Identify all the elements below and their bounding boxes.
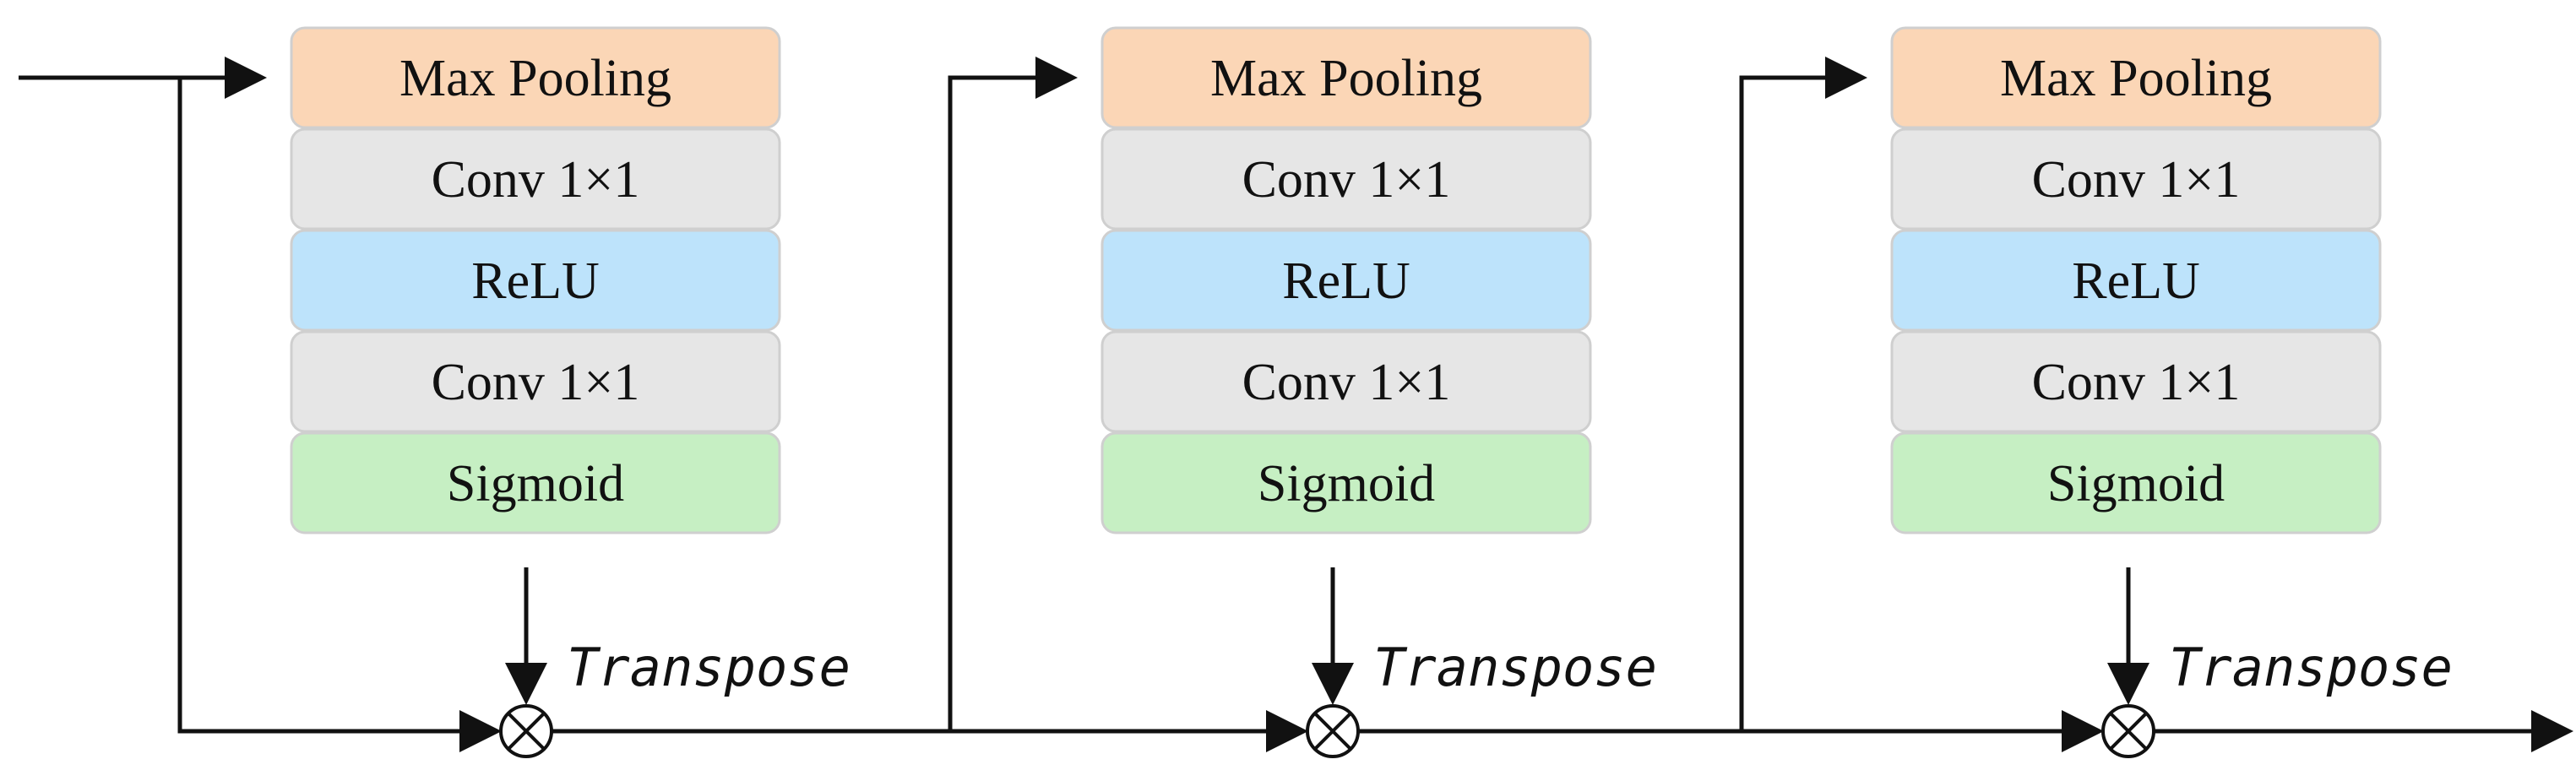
relu-block: ReLU [290,229,781,332]
sigmoid-label: Sigmoid [2047,455,2225,513]
conv-label: Conv 1×1 [432,151,640,209]
max-pooling-label: Max Pooling [2000,50,2272,107]
relu-block: ReLU [1890,229,2382,332]
conv-block: Conv 1×1 [1101,127,1592,231]
transpose-label: Transpose [2169,637,2453,698]
otimes-icon [499,704,553,758]
conv-label: Conv 1×1 [1242,151,1451,209]
skip-connection-1 [177,78,502,752]
conv-label: Conv 1×1 [2032,151,2241,209]
conv-block: Conv 1×1 [290,127,781,231]
max-pooling-label: Max Pooling [1210,50,1482,107]
relu-label: ReLU [1282,252,1410,310]
conv-label: Conv 1×1 [432,354,640,411]
relu-label: ReLU [2072,252,2200,310]
conv-block: Conv 1×1 [1890,330,2382,433]
max-pooling-block: Max Pooling [290,26,781,129]
max-pooling-block: Max Pooling [1101,26,1592,129]
conv-block: Conv 1×1 [1101,330,1592,433]
max-pooling-label: Max Pooling [399,50,671,107]
otimes-icon [1306,704,1360,758]
sigmoid-label: Sigmoid [1258,455,1435,513]
conv-label: Conv 1×1 [2032,354,2241,411]
otimes-icon [2101,704,2155,758]
conv-block: Conv 1×1 [1890,127,2382,231]
sigmoid-block: Sigmoid [1890,431,2382,534]
relu-label: ReLU [471,252,600,310]
conv-block: Conv 1×1 [290,330,781,433]
sigmoid-block: Sigmoid [1101,431,1592,534]
transpose-label: Transpose [1373,637,1657,698]
branch-to-stage-2 [948,57,1078,731]
branch-to-stage-3 [1739,57,1867,731]
relu-block: ReLU [1101,229,1592,332]
conv-label: Conv 1×1 [1242,354,1451,411]
transpose-label: Transpose [567,637,851,698]
sigmoid-block: Sigmoid [290,431,781,534]
max-pooling-block: Max Pooling [1890,26,2382,129]
sigmoid-label: Sigmoid [447,455,624,513]
